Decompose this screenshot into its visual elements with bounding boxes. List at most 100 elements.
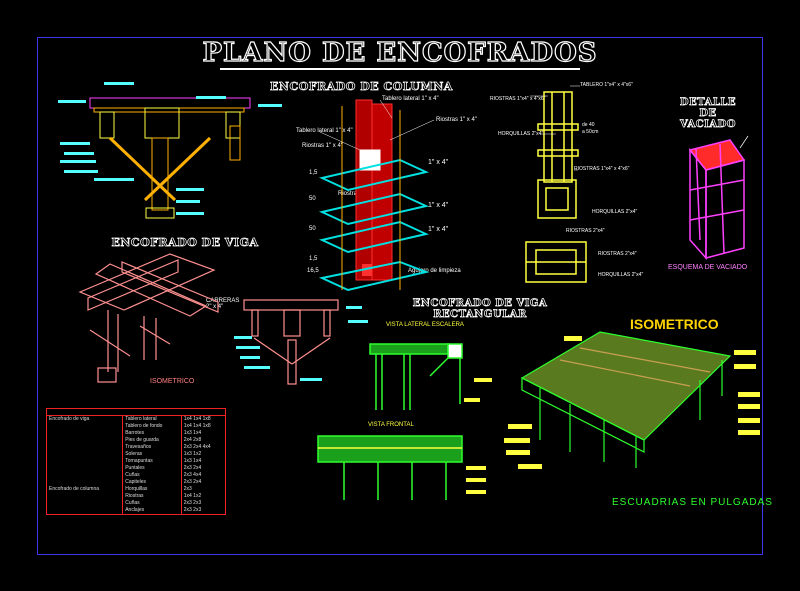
item-name: Cuñas — [122, 472, 182, 479]
detail-label-6: RIOSTRAS 1"x4" x 4"x6" — [574, 166, 630, 172]
beam-small-section — [243, 299, 339, 385]
item-size: 1x4 1x4 1x8 — [180, 415, 226, 423]
detail-label-2: RIOSTRAS 1"x4" x 4"x6" — [490, 96, 546, 102]
item-size: 1x3 1x4 — [180, 430, 226, 437]
item-name: Riostras — [122, 493, 182, 500]
beam-isometric — [78, 253, 219, 383]
label-riostra-2: Riostras 1" x 4" — [302, 143, 343, 149]
detail-label-10: HORQUILLAS 2"x4" — [598, 272, 644, 278]
detail-label-1: TABLERO 1"x4" x 4"x6" — [580, 82, 633, 88]
item-name: Puntales — [122, 465, 182, 472]
drawing-frame — [37, 37, 763, 555]
label-riostra-1: Riostras 1" x 4" — [436, 117, 477, 123]
item-size: 1x3 1x2 — [180, 451, 226, 458]
detail-label-9: RIOSTRAS 2"x4" — [598, 251, 637, 257]
vista-lateral — [369, 343, 463, 410]
label-tablero-2: Tablero lateral 1" x 4" — [296, 128, 353, 134]
label-size-2: 1" x 4" — [428, 202, 449, 209]
column-formwork — [318, 99, 430, 292]
item-size: 2x3 2x4 — [180, 465, 226, 472]
detail-label-4: de 40 — [582, 122, 595, 128]
item-size: 2x3 2x4 — [180, 479, 226, 486]
item-size: 1x4 1x4 1x8 — [180, 423, 226, 430]
item-size: 2x3 4x4 — [180, 472, 226, 479]
title-underline — [220, 68, 580, 70]
dim-1-5-a: 1,5 — [309, 170, 318, 176]
materials-header — [46, 408, 226, 416]
detail-callouts — [530, 85, 580, 171]
item-name: Tablero lateral — [122, 415, 182, 423]
detail-label-7: HORQUILLAS 2"x4" — [592, 209, 638, 215]
materials-table: Encofrado de viga Tablero lateral 1x4 1x… — [46, 408, 226, 515]
item-name: Horquillas — [122, 486, 182, 493]
viga-rect-line: ENCOFRADO DE VIGA RECTANGULAR — [412, 298, 548, 321]
item-size: 2x3 2x3 — [180, 500, 226, 507]
dim-50-b: 50 — [309, 226, 316, 232]
item-name: Soleras — [122, 451, 182, 458]
dim-16-5: 16,5 — [307, 268, 319, 274]
esquema-label: ESQUEMA DE VACIADO — [668, 264, 748, 271]
table-row: Encofrado de columna Horquillas 2x3 — [47, 486, 226, 493]
item-size: 2x3 — [180, 486, 226, 493]
label-agujero: Agujero de limpieza — [408, 268, 461, 274]
carreras-line-2: 2" x 4" — [206, 304, 224, 310]
detail-column — [525, 91, 587, 283]
dim-50-a: 50 — [309, 196, 316, 202]
isometrico-title: ISOMETRICO — [630, 316, 719, 332]
isometric-labels — [504, 336, 760, 469]
item-size: 1x4 1x2 — [180, 493, 226, 500]
section-title-columna: ENCOFRADO DE COLUMNA — [270, 80, 453, 94]
item-size: 2x3 2x3 — [180, 507, 226, 515]
carreras-line-1: CARRERAS — [206, 298, 240, 304]
detail-label-3: HORQUILLAS 2"x4" — [498, 131, 544, 137]
isometric-deck — [520, 331, 732, 468]
vaciado-detail — [688, 139, 746, 260]
item-name: Anclajes — [122, 507, 182, 515]
item-size: 2x4 2x8 — [180, 437, 226, 444]
vista-lateral-labels — [464, 378, 492, 402]
isometrico-small-label: ISOMETRICO — [150, 378, 195, 385]
detail-label-5: a 50cm — [582, 129, 599, 135]
item-name: Cuñas — [122, 500, 182, 507]
carreras-label: CARRERAS 2" x 4" — [206, 298, 239, 310]
section-title-viga-rect: ENCOFRADO DE VIGA RECTANGULAR — [400, 298, 560, 321]
item-name: Barrotes — [122, 430, 182, 437]
detalle-line-3: VACIADO — [679, 119, 737, 131]
footer-note: ESCUADRIAS EN PULGADAS — [612, 497, 773, 508]
vista-frontal-labels — [466, 466, 486, 494]
table-row: Encofrado de viga Tablero lateral 1x4 1x… — [47, 415, 226, 423]
page-title: PLANO DE ENCOFRADOS — [202, 37, 598, 68]
label-size-3: 1" x 4" — [428, 226, 449, 233]
detail-label-8: RIOSTRAS 2"x4" — [566, 228, 605, 234]
item-name: Tablero de fondo — [122, 423, 182, 430]
item-name: Capiteles — [122, 479, 182, 486]
label-size-1: 1" x 4" — [428, 159, 449, 166]
item-size: 2x3 2x4 4x4 — [180, 444, 226, 451]
section-title-viga: ENCOFRADO DE VIGA — [111, 236, 259, 250]
vista-lateral-label: VISTA LATERAL ESCALERA — [386, 322, 464, 328]
group-name: Encofrado de viga — [49, 416, 90, 422]
label-tablero-1: Tablero lateral 1" x 4" — [382, 96, 439, 102]
group-name: Encofrado de columna — [49, 486, 100, 492]
vista-frontal-label: VISTA FRONTAL — [368, 422, 414, 428]
beam-section-topleft — [89, 97, 251, 219]
materials-header-row — [46, 408, 226, 416]
vista-frontal — [317, 435, 463, 500]
item-name: Pies de guarda — [122, 437, 182, 444]
detalle-line-1: DETALLE — [679, 97, 737, 109]
beam-section-labels — [58, 82, 282, 215]
column-callouts — [319, 99, 435, 151]
item-name: Travesaños — [122, 444, 182, 451]
